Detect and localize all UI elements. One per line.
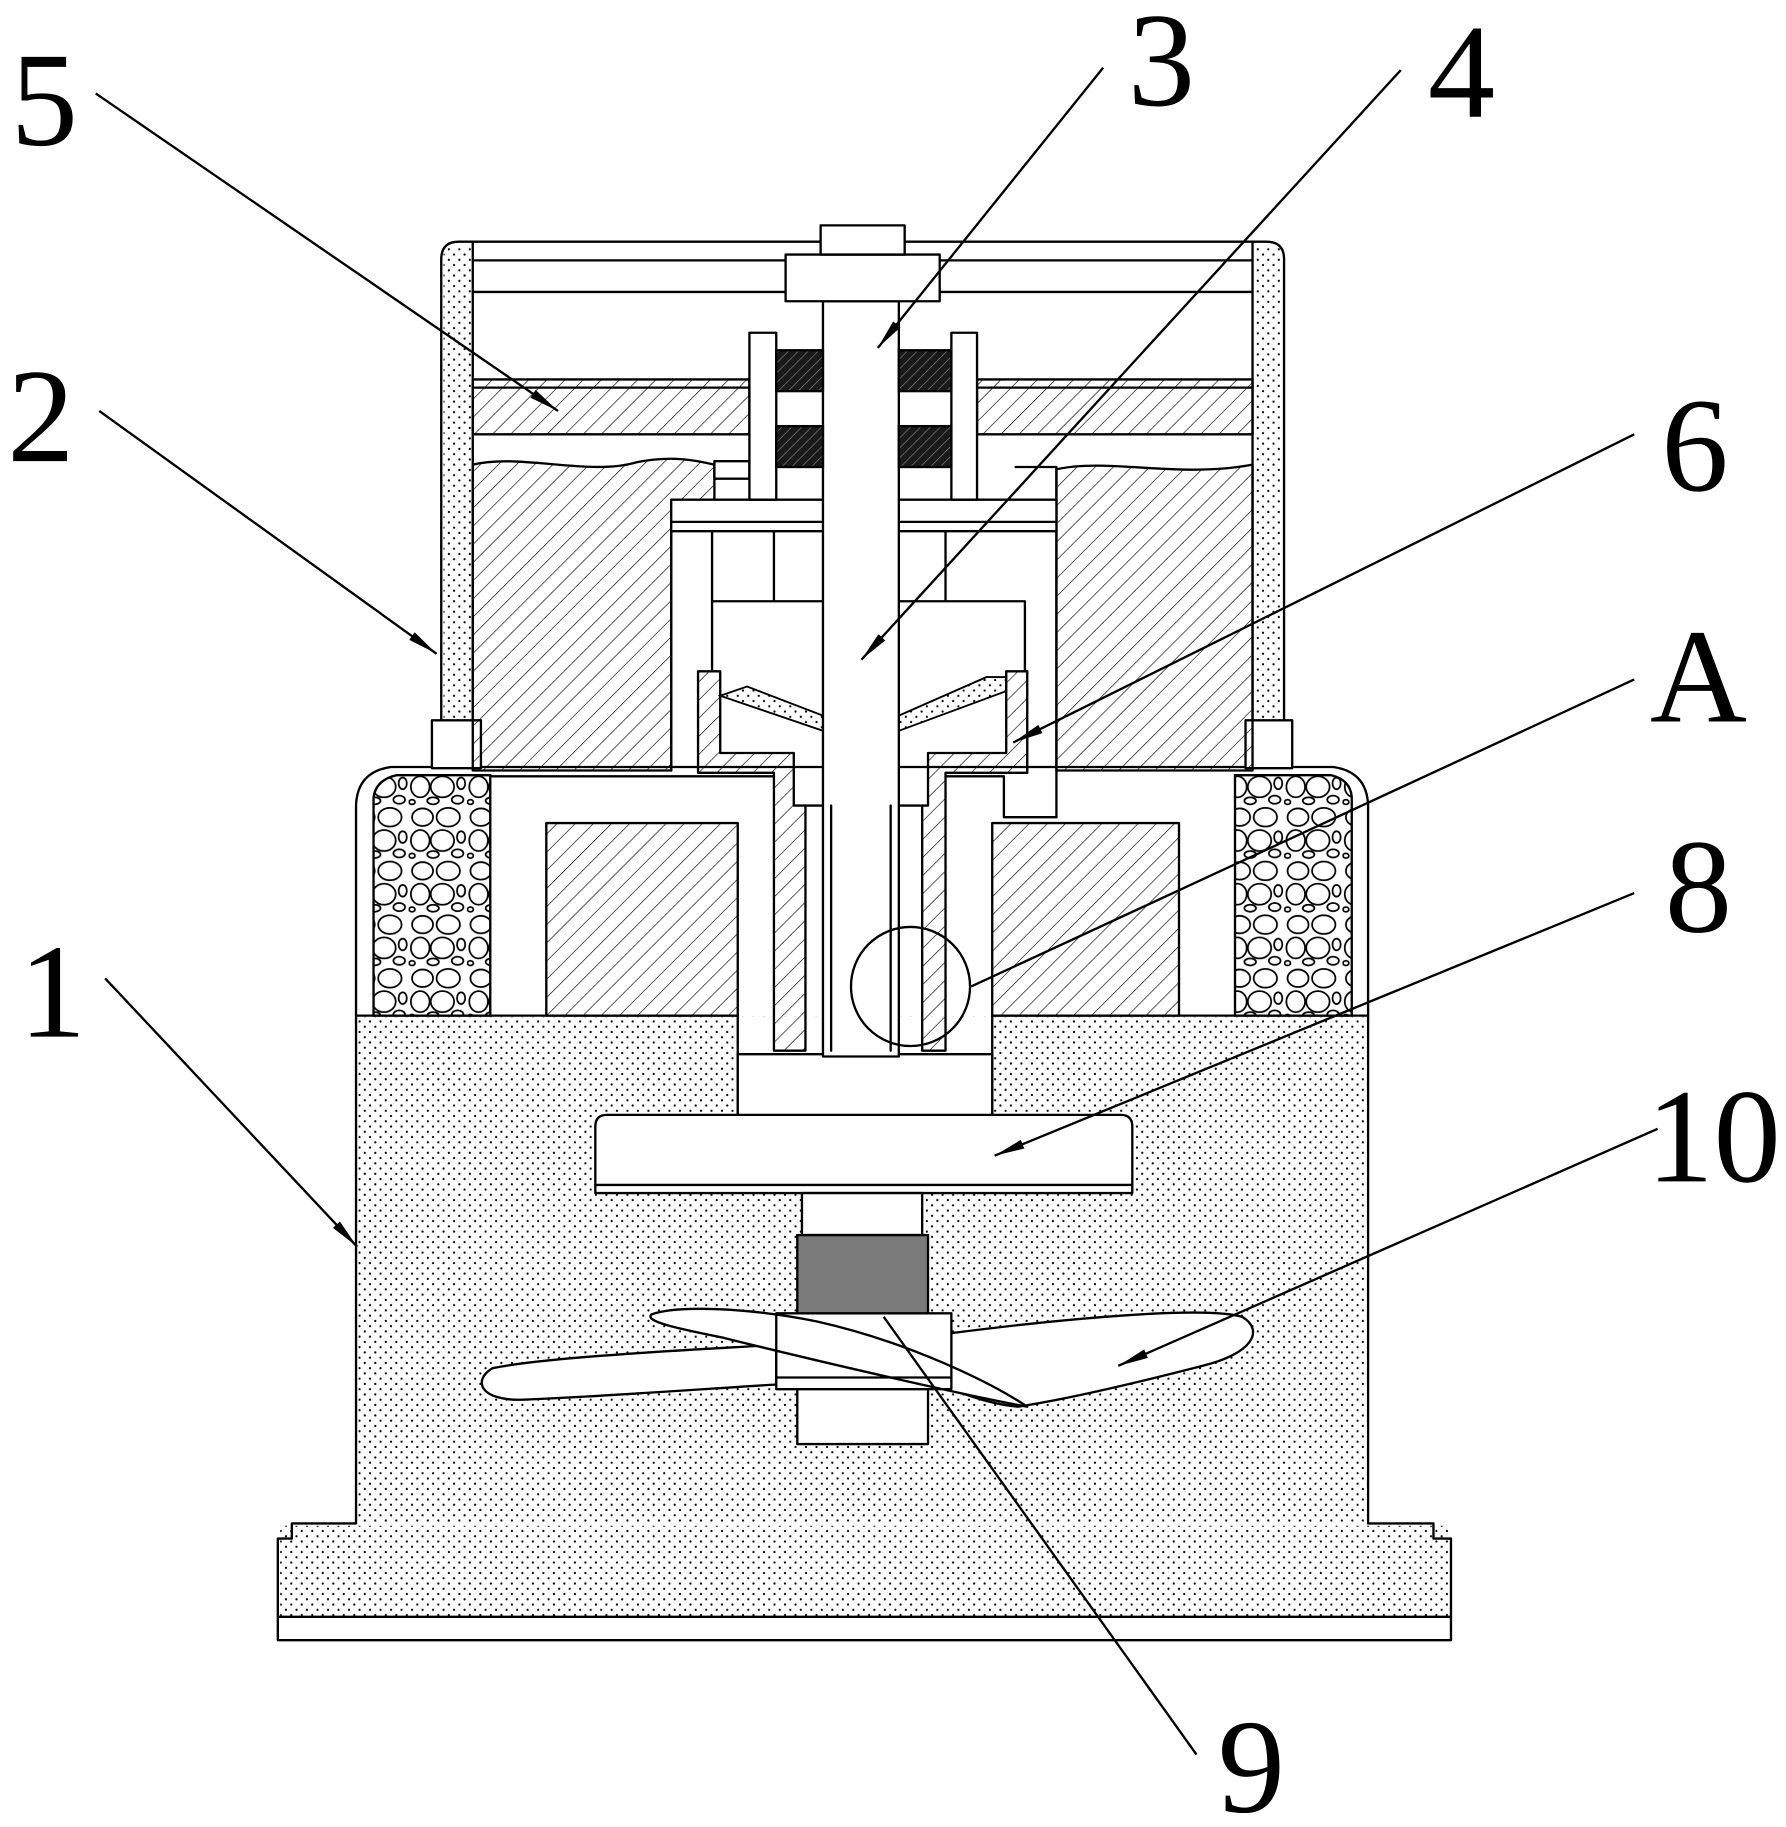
- right-tab-and-wall: [1014, 465, 1058, 819]
- callout-label-5: 5: [11, 26, 78, 175]
- right-wall-dotted-fill: [1254, 247, 1283, 721]
- detail-circle-a: [849, 925, 972, 1048]
- fan-blade-right: [950, 1311, 1255, 1408]
- leader-line-8: [994, 891, 1635, 1157]
- shaft-bore-lines: [829, 804, 892, 1052]
- motor-block: [796, 1233, 930, 1315]
- base-plate-dotted-fill: [280, 1525, 1449, 1617]
- central-shaft-assembly: [748, 224, 979, 1058]
- leader-line-a: [970, 678, 1635, 988]
- lower-left-seal-block: [775, 424, 825, 469]
- callout-label-8: 8: [1665, 813, 1732, 962]
- upper-right-seal-block: [897, 349, 953, 393]
- callout-label-2: 2: [7, 342, 74, 491]
- callout-label-9: 9: [1218, 1693, 1285, 1827]
- leader-line-5: [95, 92, 559, 412]
- shaft-cap: [784, 253, 941, 303]
- callout-label-6: 6: [1661, 371, 1728, 520]
- rotor-housing: [594, 1113, 1134, 1195]
- hub-bottom-spindle: [796, 1388, 930, 1446]
- leader-line-2: [98, 410, 438, 655]
- leader-line-1: [104, 977, 359, 1248]
- left-hatched-block: [545, 821, 739, 1017]
- base-plate-outline: [276, 1522, 1453, 1642]
- lower-right-seal-block: [897, 424, 953, 469]
- right-pebble-packing: [1233, 774, 1353, 1017]
- leader-line-6: [1012, 433, 1635, 744]
- shaft-top-knob: [819, 224, 906, 256]
- leader-line-10: [1117, 1127, 1659, 1367]
- leader-line-3: [876, 67, 1105, 349]
- right-hatched-fill: [1055, 463, 1254, 772]
- fan-blade-center: [649, 1307, 1029, 1408]
- callouts: 5 3 4 2 6 A 8 1 10 9: [7, 0, 1780, 1827]
- callout-label-10: 10: [1647, 1062, 1781, 1211]
- central-shaft: [821, 300, 901, 1058]
- leader-line-4: [860, 69, 1402, 661]
- upper-left-seal-block: [775, 349, 825, 393]
- leader-line-9: [882, 1316, 1198, 1756]
- right-post: [950, 331, 979, 501]
- left-wall-dotted-fill: [443, 247, 472, 721]
- callout-label-3: 3: [1128, 0, 1195, 135]
- callout-label-4: 4: [1428, 0, 1495, 147]
- fan-blade-left: [480, 1343, 778, 1401]
- left-pebble-packing: [372, 774, 492, 1017]
- callout-label-1: 1: [19, 918, 86, 1067]
- motor-coupling: [800, 1191, 924, 1237]
- right-hatched-block: [991, 821, 1181, 1017]
- left-post: [748, 331, 778, 501]
- stem-neck: [736, 1052, 994, 1119]
- callout-label-a: A: [1650, 602, 1747, 751]
- left-tab: [713, 459, 751, 480]
- right-cavity-step-line: [944, 775, 1058, 819]
- top-frame-lines: [471, 259, 1254, 294]
